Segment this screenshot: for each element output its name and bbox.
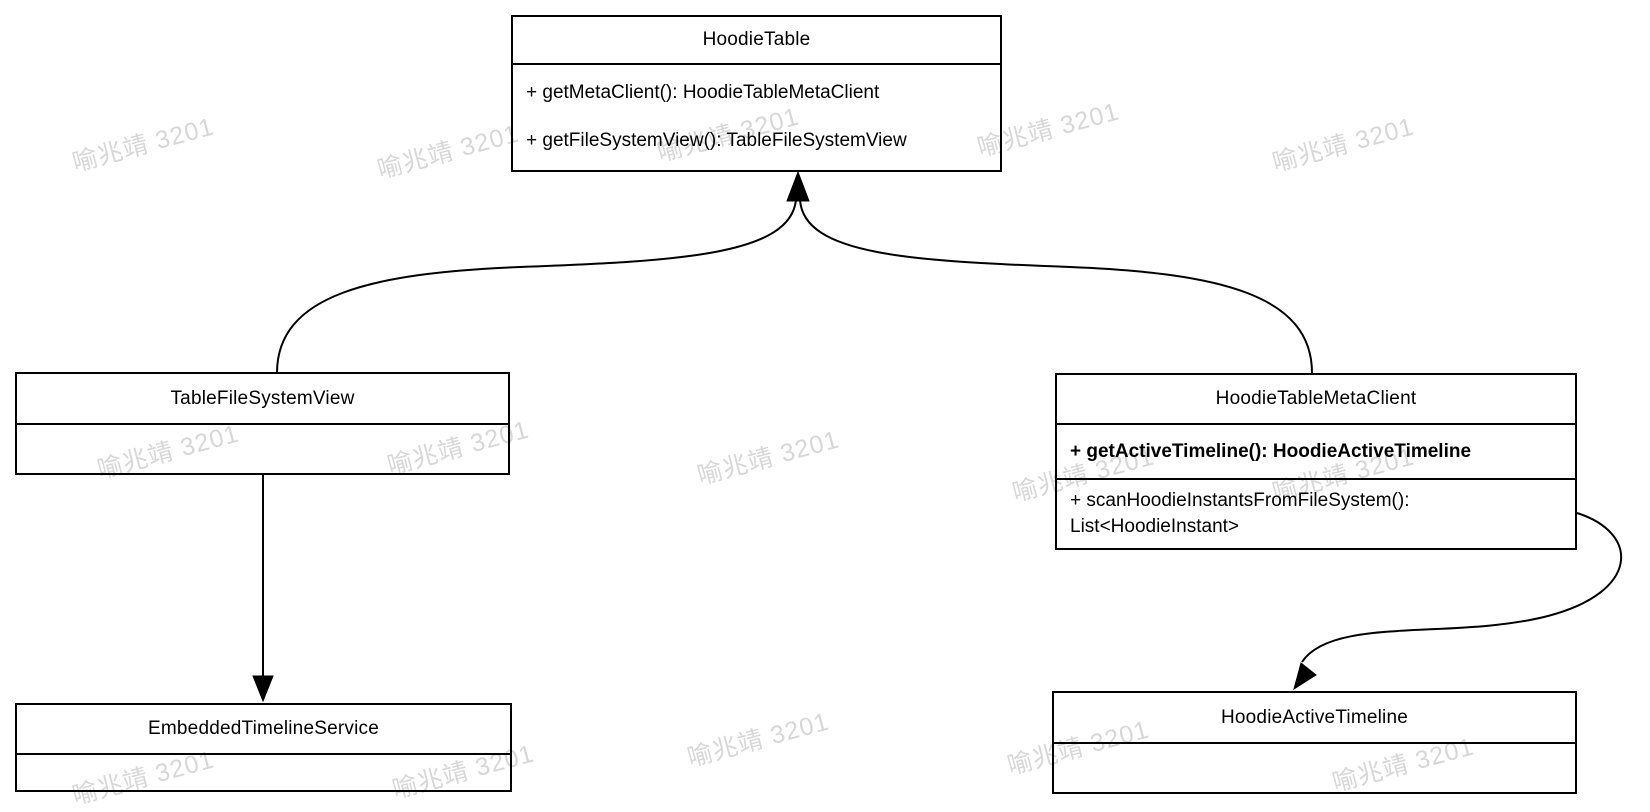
- class-title-table-file-system-view: TableFileSystemView: [17, 374, 508, 425]
- arrowhead-down-hoodieactivetimeline: [1293, 662, 1317, 691]
- class-title-hoodie-table-meta-client: HoodieTableMetaClient: [1057, 375, 1575, 425]
- class-title-hoodie-active-timeline: HoodieActiveTimeline: [1054, 693, 1575, 744]
- empty-compartment: [17, 425, 508, 473]
- watermark-text: 喻兆靖 3201: [374, 119, 523, 185]
- method-get-file-system-view: + getFileSystemView(): TableFileSystemVi…: [526, 130, 907, 151]
- connector-hoodietablemetaclient-to-hoodietable: [799, 199, 1313, 374]
- method-compartment-get-active-timeline: + getActiveTimeline(): HoodieActiveTimel…: [1057, 425, 1575, 480]
- watermark-text: 喻兆靖 3201: [1269, 112, 1418, 178]
- watermark-text: 喻兆靖 3201: [684, 707, 833, 773]
- class-box-embedded-timeline-service: EmbeddedTimelineService: [15, 703, 512, 792]
- connector-tablefilesystemview-to-hoodietable: [276, 199, 797, 374]
- class-box-table-file-system-view: TableFileSystemView: [15, 372, 510, 475]
- method-compartment-scan-instants: + scanHoodieInstantsFromFileSystem(): Li…: [1070, 490, 1410, 537]
- class-box-hoodie-table-meta-client: HoodieTableMetaClient + getActiveTimelin…: [1055, 373, 1577, 550]
- method-get-meta-client: + getMetaClient(): HoodieTableMetaClient: [526, 82, 880, 103]
- class-title-hoodie-table: HoodieTable: [513, 17, 1000, 65]
- class-box-hoodie-active-timeline: HoodieActiveTimeline: [1052, 691, 1577, 794]
- method-get-active-timeline: + getActiveTimeline(): HoodieActiveTimel…: [1070, 440, 1472, 462]
- arrowhead-down-embeddedtimelineservice: [252, 675, 274, 703]
- arrowhead-up-hoodietable: [786, 170, 810, 202]
- class-title-embedded-timeline-service: EmbeddedTimelineService: [17, 705, 510, 755]
- watermark-text: 喻兆靖 3201: [69, 112, 218, 178]
- watermark-text: 喻兆靖 3201: [694, 425, 843, 491]
- methods-compartment: + getMetaClient(): HoodieTableMetaClient…: [513, 65, 1000, 165]
- class-box-hoodie-table: HoodieTable + getMetaClient(): HoodieTab…: [511, 15, 1002, 172]
- empty-compartment: [1054, 744, 1575, 792]
- empty-compartment: [17, 755, 510, 790]
